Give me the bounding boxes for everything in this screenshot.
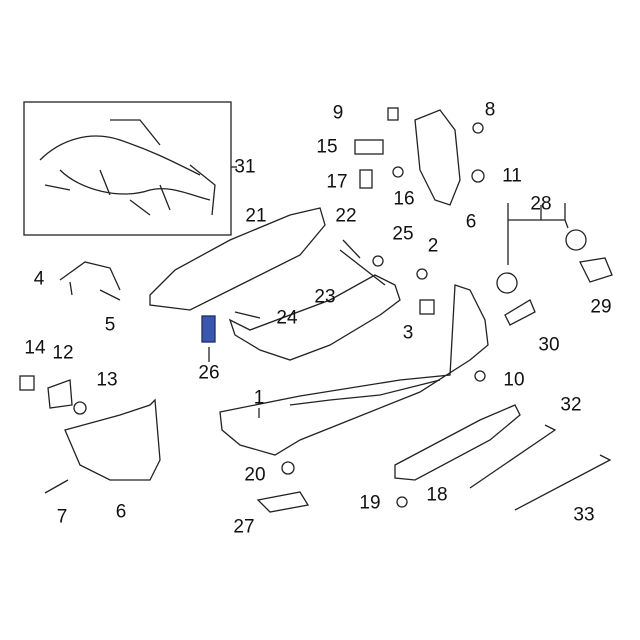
part-15-bracket[interactable] (354, 139, 384, 155)
callout-3[interactable]: 3 (402, 322, 414, 344)
part-4-bracket[interactable] (59, 261, 121, 296)
callout-22[interactable]: 22 (335, 205, 357, 227)
part-9-clip[interactable] (387, 107, 399, 121)
callout-29[interactable]: 29 (590, 296, 612, 318)
part-26-highlighted-bracket[interactable] (201, 315, 216, 343)
part-31-wiring-harness[interactable] (23, 101, 232, 236)
callout-19[interactable]: 19 (359, 492, 381, 514)
callout-21[interactable]: 21 (245, 205, 267, 227)
callout-7[interactable]: 7 (56, 506, 68, 528)
callout-33[interactable]: 33 (573, 504, 595, 526)
part-6-lower-cover-right[interactable] (414, 109, 461, 206)
callout-32[interactable]: 32 (560, 394, 582, 416)
callout-10[interactable]: 10 (503, 369, 525, 391)
part-7-pin[interactable] (44, 479, 69, 494)
callout-6-left[interactable]: 6 (115, 501, 127, 523)
part-1-bumper-cover[interactable] (219, 284, 489, 456)
part-18-lower-valance[interactable] (394, 404, 521, 481)
part-12-bracket[interactable] (47, 379, 73, 409)
callout-4[interactable]: 4 (33, 268, 45, 290)
part-11-nut[interactable] (471, 169, 485, 183)
part-32-molding[interactable] (469, 424, 557, 489)
part-29-sensor-bracket[interactable] (579, 257, 613, 283)
part-27-reflector[interactable] (256, 491, 310, 513)
callout-6-right[interactable]: 6 (465, 211, 477, 233)
callout-25[interactable]: 25 (392, 223, 414, 245)
callout-20[interactable]: 20 (244, 464, 266, 486)
callout-2[interactable]: 2 (427, 235, 439, 257)
part-24-bolt[interactable] (234, 311, 261, 319)
callout-1[interactable]: 1 (253, 387, 265, 409)
callout-12[interactable]: 12 (52, 342, 74, 364)
leader-28 (507, 203, 569, 265)
part-20-clip[interactable] (281, 461, 295, 475)
callout-11[interactable]: 11 (502, 165, 522, 187)
callout-5[interactable]: 5 (104, 314, 116, 336)
part-14-clip[interactable] (19, 375, 35, 391)
part-21-energy-absorber[interactable] (149, 207, 326, 311)
part-3-clip[interactable] (419, 299, 435, 315)
part-8-bolt[interactable] (472, 122, 484, 134)
callout-14[interactable]: 14 (24, 337, 46, 359)
callout-23[interactable]: 23 (314, 286, 336, 308)
part-16-bolt[interactable] (392, 166, 404, 178)
part-33-molding[interactable] (514, 454, 612, 511)
callout-26[interactable]: 26 (198, 362, 220, 384)
part-28-sensor-b[interactable] (565, 229, 587, 251)
part-30-bracket[interactable] (504, 299, 536, 326)
callout-17[interactable]: 17 (326, 171, 348, 193)
part-17-clip[interactable] (359, 169, 373, 189)
part-13-bolt[interactable] (73, 401, 87, 415)
part-25-nut[interactable] (372, 255, 384, 267)
callout-16[interactable]: 16 (393, 188, 415, 210)
callout-27[interactable]: 27 (233, 516, 255, 538)
callout-8[interactable]: 8 (484, 99, 496, 121)
callout-13[interactable]: 13 (96, 369, 118, 391)
part-19-bolt[interactable] (396, 496, 408, 508)
part-23-reinforcement[interactable] (228, 249, 401, 361)
callout-9[interactable]: 9 (332, 102, 344, 124)
callout-24[interactable]: 24 (276, 307, 298, 329)
part-5-pin[interactable] (99, 289, 121, 301)
part-10-bolt[interactable] (474, 370, 486, 382)
callout-18[interactable]: 18 (426, 484, 448, 506)
callout-28[interactable]: 28 (530, 193, 552, 215)
part-22-bolt[interactable] (342, 239, 361, 259)
callout-30[interactable]: 30 (538, 334, 560, 356)
callout-15[interactable]: 15 (316, 136, 338, 158)
callout-31[interactable]: 31 (234, 156, 256, 178)
part-6-lower-cover-left[interactable] (64, 398, 161, 481)
part-2-bolt[interactable] (416, 268, 428, 280)
part-28-sensor-a[interactable] (496, 272, 518, 294)
